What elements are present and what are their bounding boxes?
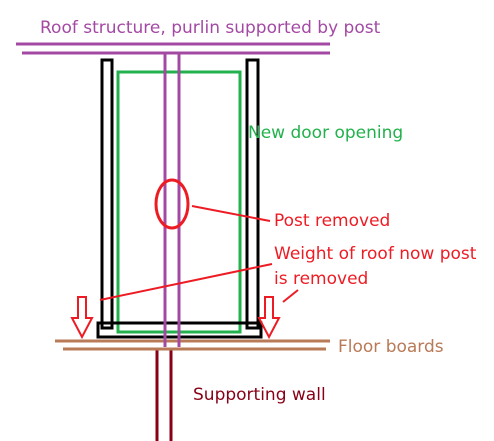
roof-purlin [16, 42, 330, 55]
load-arrow-left [70, 296, 94, 340]
floor-boards [55, 339, 330, 351]
post-removed-marker [154, 178, 190, 230]
weight-leader-left [99, 263, 273, 301]
post [163, 54, 181, 347]
roof-structure-label: Roof structure, purlin supported by post [40, 18, 381, 38]
post-removed-leader [191, 205, 271, 222]
right-jamb [245, 58, 260, 330]
post-removed-label: Post removed [274, 211, 390, 231]
floor-boards-label: Floor boards [338, 337, 444, 357]
weight-label-line1: Weight of roof now post [274, 244, 477, 264]
supporting-wall-label: Supporting wall [193, 385, 326, 405]
left-jamb [100, 58, 114, 330]
supporting-wall [155, 350, 173, 441]
load-arrow-right [257, 296, 281, 340]
weight-label-line2: is removed [274, 269, 368, 289]
weight-leader-right [282, 289, 299, 303]
new-door-opening-label: New door opening [248, 123, 403, 143]
